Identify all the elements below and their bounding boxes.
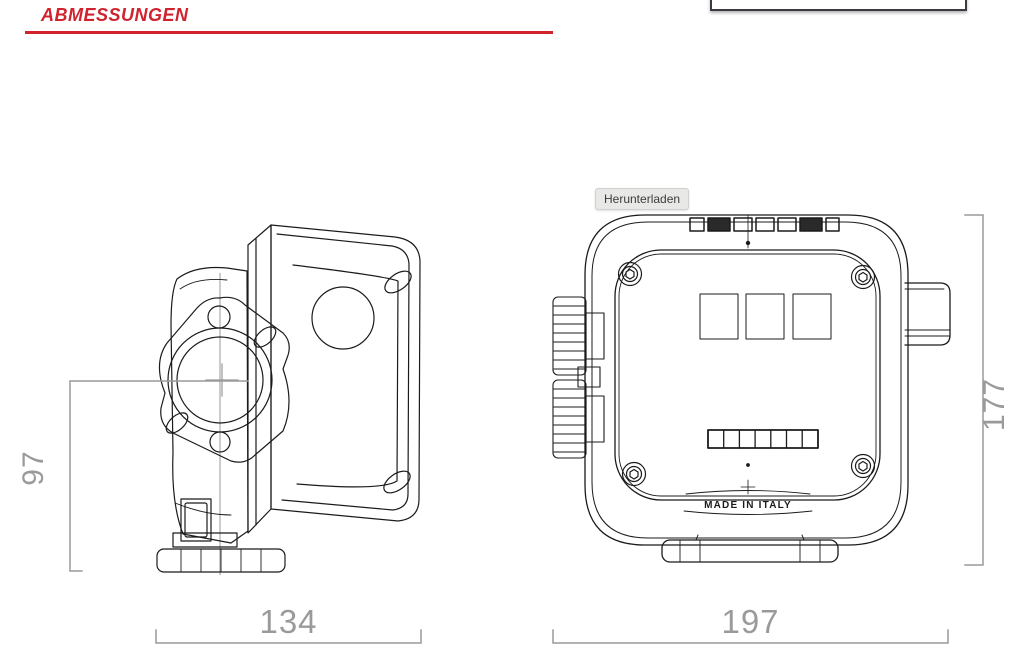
slot-upper (253, 326, 277, 348)
dim-line-97 (69, 380, 249, 572)
dim-label-197: 197 (721, 603, 780, 640)
page-title: ABMESSUNGEN (41, 5, 189, 25)
flange-crosshair (205, 363, 239, 397)
front-body (584, 214, 909, 546)
dim-label-177: 177 (978, 377, 1011, 431)
left-knobs (552, 296, 605, 459)
made-in-italy-label: MADE IN ITALY (704, 500, 792, 511)
base-foot (156, 498, 286, 573)
right-connector (904, 282, 951, 346)
center-marks (740, 214, 756, 495)
made-in-italy-band: MADE IN ITALY (683, 490, 813, 515)
dim-label-97: 97 (17, 450, 50, 486)
button-strip (707, 429, 819, 449)
dim-line-197 (552, 629, 949, 644)
slot-lower (165, 412, 189, 434)
logo-strip (689, 217, 840, 232)
bolt-hole-bottom (209, 431, 231, 453)
dim-label-134: 134 (259, 603, 318, 640)
side-view-drawing (156, 224, 421, 576)
corner-screws (617, 261, 876, 487)
pump-body (270, 224, 421, 522)
download-tooltip: Herunterladen (595, 188, 690, 210)
display-windows (699, 293, 832, 340)
front-face (614, 249, 881, 501)
title-underline (25, 31, 553, 34)
front-view-drawing: MADE IN ITALY (552, 214, 951, 563)
dim-line-177 (964, 214, 984, 566)
left-housing (170, 266, 249, 544)
front-base (661, 534, 839, 563)
flange-plate (158, 296, 290, 463)
bolt-hole-top (207, 305, 231, 329)
port-inner (176, 336, 264, 424)
dim-line-134 (155, 629, 422, 644)
partial-toolbar-button[interactable] (710, 0, 967, 11)
